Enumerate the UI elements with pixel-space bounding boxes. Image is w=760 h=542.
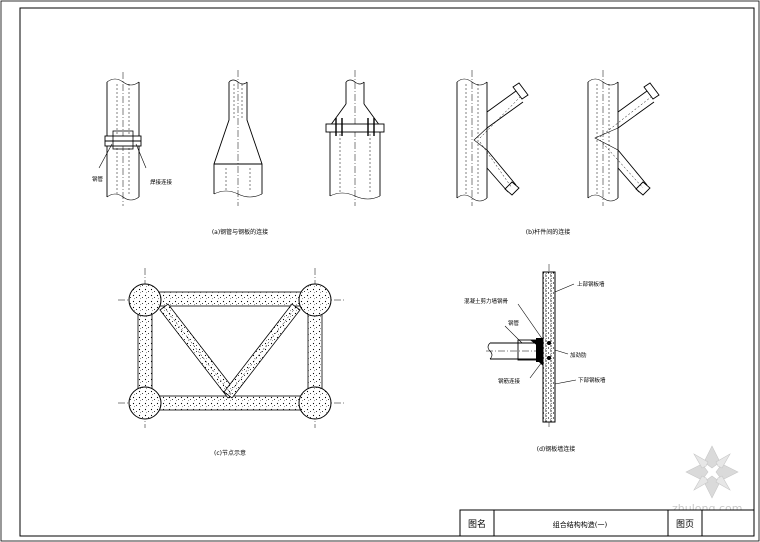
label-d-left-top: 混凝土剪力墙钢骨 bbox=[464, 297, 509, 305]
label-a-pipe: 钢管 bbox=[92, 175, 104, 183]
caption-a: (a)钢管与钢板的连接 bbox=[212, 228, 268, 236]
watermark-logo bbox=[685, 445, 739, 499]
label-d-bottom: 下部钢板墙 bbox=[578, 376, 606, 384]
detail-b1-k-joint bbox=[456, 70, 529, 206]
label-d-top: 上部钢板墙 bbox=[577, 280, 605, 288]
inner-border bbox=[19, 7, 755, 537]
label-d-left-bottom: 钢筋连接 bbox=[498, 377, 521, 385]
detail-a2-taper-joint bbox=[213, 70, 263, 206]
label-d-right-mid: 加劲肋 bbox=[570, 351, 587, 359]
label-d-pipe: 钢管 bbox=[508, 319, 520, 327]
detail-d-wall-connection bbox=[486, 264, 577, 428]
title-block-drawing-name: 组合结构构造(一) bbox=[553, 520, 608, 529]
detail-c-truss-frame bbox=[118, 268, 344, 428]
title-block bbox=[459, 509, 755, 537]
detail-a3-flange-joint bbox=[325, 70, 385, 206]
title-block-name-label: 图名 bbox=[468, 518, 486, 530]
caption-c: (c)节点示意 bbox=[214, 449, 246, 457]
title-block-page-label: 图页 bbox=[676, 519, 694, 530]
label-a-weld: 焊接连接 bbox=[150, 178, 173, 186]
detail-b2-k-joint bbox=[587, 70, 660, 206]
detail-a1-sleeve-joint bbox=[98, 72, 147, 206]
caption-b: (b)杆件间的连接 bbox=[526, 228, 571, 236]
caption-d: (d)钢板墙连接 bbox=[537, 445, 576, 453]
